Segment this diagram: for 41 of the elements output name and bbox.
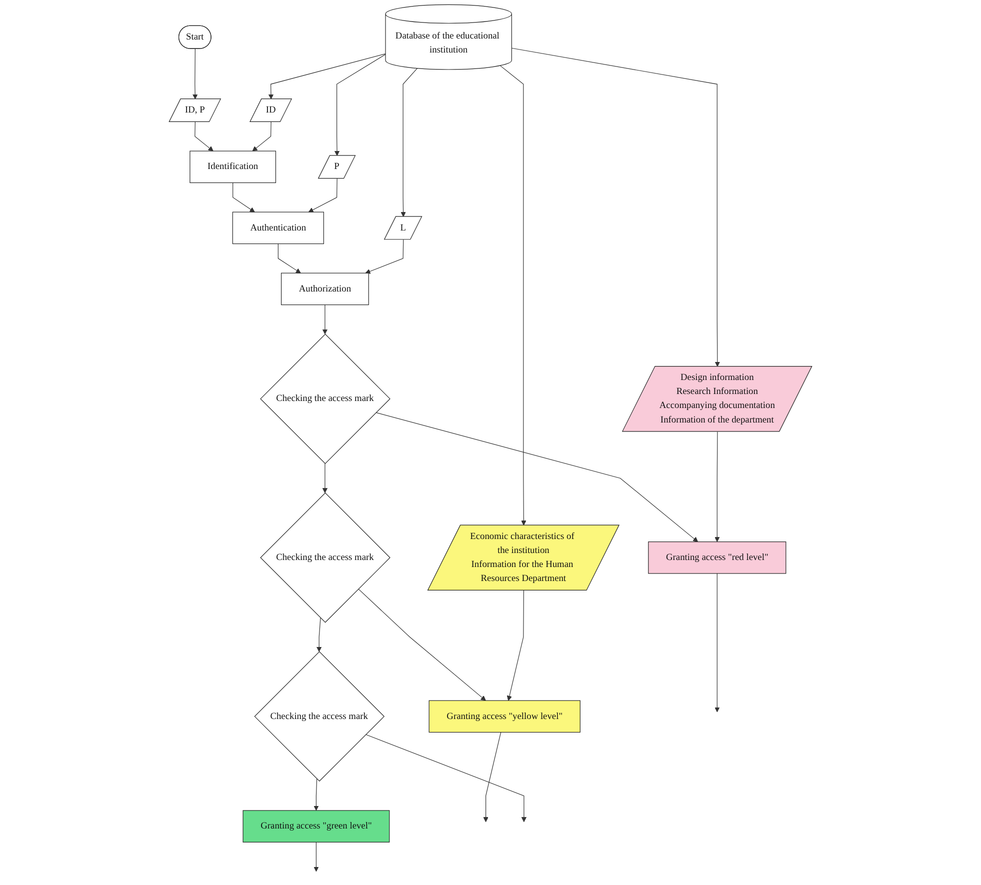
arrow <box>252 122 272 152</box>
arrow <box>400 68 418 217</box>
terminal-oval: Start <box>178 25 212 49</box>
process-box: Identification <box>190 150 276 184</box>
arrow <box>714 431 720 542</box>
arrow <box>314 778 319 811</box>
arrow <box>334 54 386 156</box>
process-box: Granting access "yellow level" <box>428 700 580 733</box>
process-box: Granting access "green level" <box>242 810 390 842</box>
arrow <box>322 463 328 494</box>
decision-diamond: Checking the access mark <box>260 492 390 623</box>
arrow <box>316 618 322 652</box>
arrow <box>358 588 486 701</box>
arrow <box>483 732 502 822</box>
decision-diamond: Checking the access mark <box>254 651 385 782</box>
data-parallelogram: Design information Research Information Accompanying documentation Information of the department <box>622 366 812 432</box>
arrow <box>365 239 404 274</box>
process-box: Authentication <box>232 212 324 244</box>
process-box: Authorization <box>280 272 369 306</box>
data-parallelogram: ID, P <box>168 98 222 122</box>
data-parallelogram: ID <box>250 98 292 122</box>
data-parallelogram: P <box>318 155 356 179</box>
arrow <box>278 243 301 274</box>
arrow <box>500 65 526 526</box>
arrow <box>511 48 720 367</box>
database-cylinder: Database of the educational institution <box>385 4 512 70</box>
arrow <box>232 182 255 212</box>
arrow <box>308 178 338 212</box>
arrow <box>376 412 698 542</box>
process-box: Granting access "red level" <box>648 542 786 574</box>
arrow <box>714 573 720 712</box>
arrow <box>506 590 524 701</box>
data-parallelogram: Economic characteristics of the institution Information for the Human Resources Department <box>427 524 620 590</box>
arrow <box>194 122 214 152</box>
arrow <box>314 842 319 872</box>
decision-diamond: Checking the access mark <box>260 334 390 464</box>
arrow <box>192 48 198 100</box>
arrow <box>322 304 328 334</box>
arrow <box>365 734 527 822</box>
data-parallelogram: L <box>384 216 422 240</box>
arrow <box>268 54 386 100</box>
